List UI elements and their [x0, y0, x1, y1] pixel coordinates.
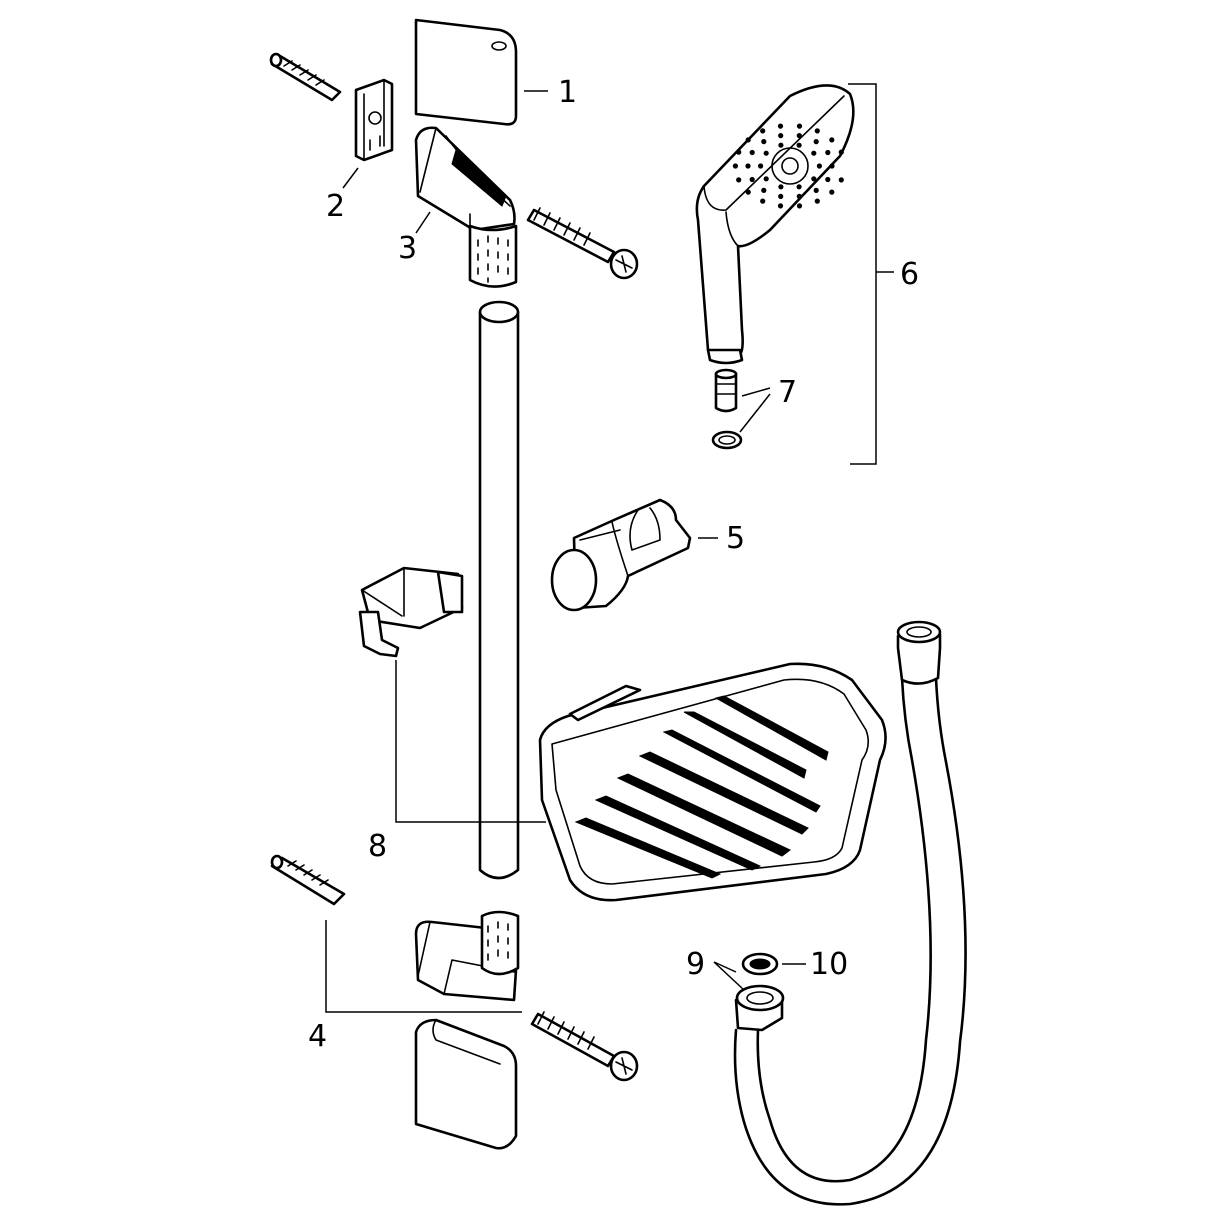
spray-nozzle — [749, 176, 755, 183]
part-4-screw — [530, 1011, 639, 1082]
leader-4 — [325, 920, 522, 1013]
callout-9: 9 — [686, 947, 705, 982]
bracket-6 — [848, 83, 877, 465]
spray-nozzle — [761, 187, 767, 193]
part-2-wall-plug — [269, 52, 342, 102]
spray-nozzle — [777, 203, 784, 209]
spray-nozzle — [825, 149, 831, 156]
part-3-upper-bracket — [414, 126, 518, 288]
spray-nozzle — [745, 163, 751, 169]
leader-7 — [739, 387, 771, 433]
spray-nozzle — [796, 142, 802, 148]
part-4-wall-plug — [270, 854, 346, 906]
spray-nozzle — [814, 198, 820, 204]
part-7-washer-hole — [718, 435, 736, 445]
callout-2: 2 — [326, 189, 345, 224]
spray-nozzle — [816, 163, 823, 169]
spray-nozzle — [761, 139, 767, 145]
spray-nozzle — [829, 189, 835, 195]
spray-nozzle — [777, 123, 784, 129]
spray-nozzle — [778, 133, 784, 139]
spray-nozzle — [814, 128, 820, 134]
spray-nozzle — [796, 184, 802, 190]
leader-3 — [415, 211, 431, 234]
spray-nozzle — [838, 177, 844, 183]
spray-nozzle — [813, 139, 819, 145]
spray-nozzle — [829, 137, 835, 143]
spray-nozzle — [763, 176, 769, 182]
spray-nozzle — [760, 198, 766, 204]
part-4-bottom-cap — [414, 1018, 518, 1150]
spray-nozzle — [796, 203, 803, 209]
leader-8 — [395, 660, 546, 823]
spray-nozzle — [745, 189, 751, 195]
part-5-shower-holder — [550, 498, 692, 612]
spray-nozzle — [811, 176, 817, 182]
callout-1: 1 — [558, 75, 577, 110]
spray-nozzle — [813, 187, 819, 193]
part-3-screw — [526, 207, 639, 280]
spray-nozzle — [825, 176, 831, 183]
part-7-flow-limiter — [714, 368, 738, 413]
callout-5: 5 — [726, 521, 745, 556]
part-8-soap-dish — [538, 662, 887, 902]
spray-nozzle — [736, 177, 742, 183]
spray-nozzle — [736, 149, 742, 155]
spray-nozzle — [829, 163, 835, 169]
spray-nozzle — [796, 193, 802, 199]
spray-nozzle — [760, 128, 766, 134]
spray-nozzle — [838, 149, 844, 155]
callout-7: 7 — [778, 375, 797, 410]
spray-nozzle — [758, 163, 764, 169]
spray-nozzle — [778, 142, 784, 148]
spray-nozzle — [763, 150, 769, 156]
spray-nozzle — [778, 193, 784, 199]
spray-nozzle — [778, 184, 784, 190]
part-10-washer-hole — [749, 958, 771, 970]
slide-rail — [478, 300, 520, 880]
callout-3: 3 — [398, 231, 417, 266]
part-7-washer — [711, 430, 743, 450]
leader-2 — [342, 167, 359, 189]
part-2-mounting-plate — [354, 78, 394, 162]
leader-9 — [713, 961, 745, 991]
part-1-top-cap — [414, 18, 518, 126]
shower-hose — [733, 620, 967, 1206]
spray-nozzle — [796, 133, 802, 139]
part-6-spray-face — [732, 123, 844, 209]
part-4-lower-bracket — [414, 910, 520, 1002]
spray-nozzle — [796, 123, 803, 129]
callout-8: 8 — [368, 829, 387, 864]
spray-nozzle — [732, 163, 739, 169]
part-8-basket-clamp — [358, 566, 464, 658]
callout-4: 4 — [308, 1019, 327, 1054]
part-6-hand-shower — [695, 84, 855, 365]
spray-nozzle — [811, 150, 817, 156]
spray-nozzle — [745, 137, 751, 143]
callout-10: 10 — [810, 947, 848, 982]
spray-nozzle — [749, 149, 755, 156]
callout-6: 6 — [900, 257, 919, 292]
